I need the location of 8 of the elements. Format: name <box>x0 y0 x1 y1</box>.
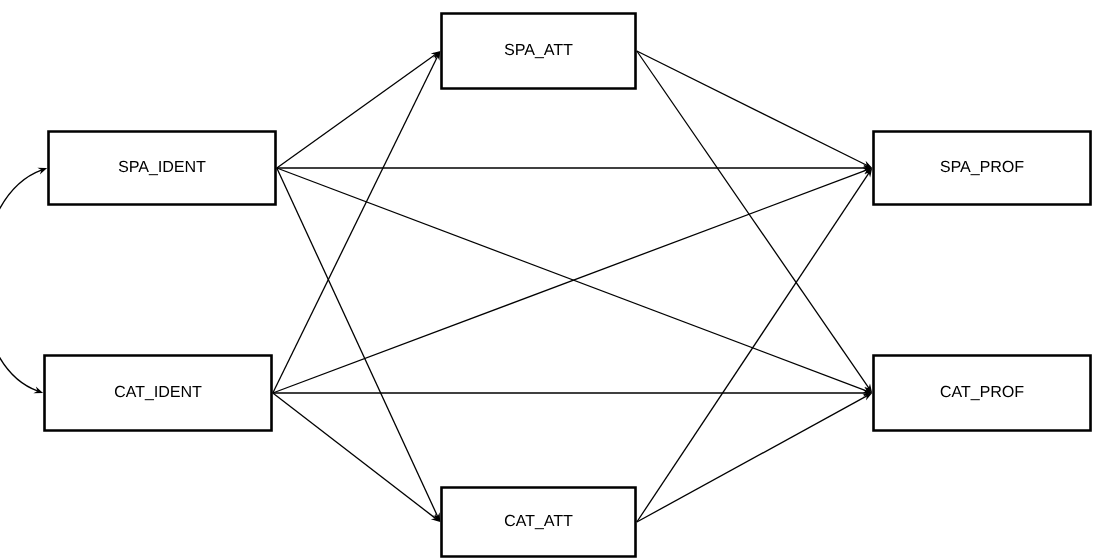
variable-box: CAT_PROF <box>872 354 1092 432</box>
variable-box: SPA_ATT <box>440 12 637 90</box>
variable-box: CAT_ATT <box>440 486 637 558</box>
arrow <box>272 51 441 394</box>
variable-box: SPA_PROF <box>872 130 1092 206</box>
variable-box: CAT_IDENT <box>43 354 273 432</box>
arrow <box>276 167 441 522</box>
variable-box: SPA_IDENT <box>47 130 277 206</box>
